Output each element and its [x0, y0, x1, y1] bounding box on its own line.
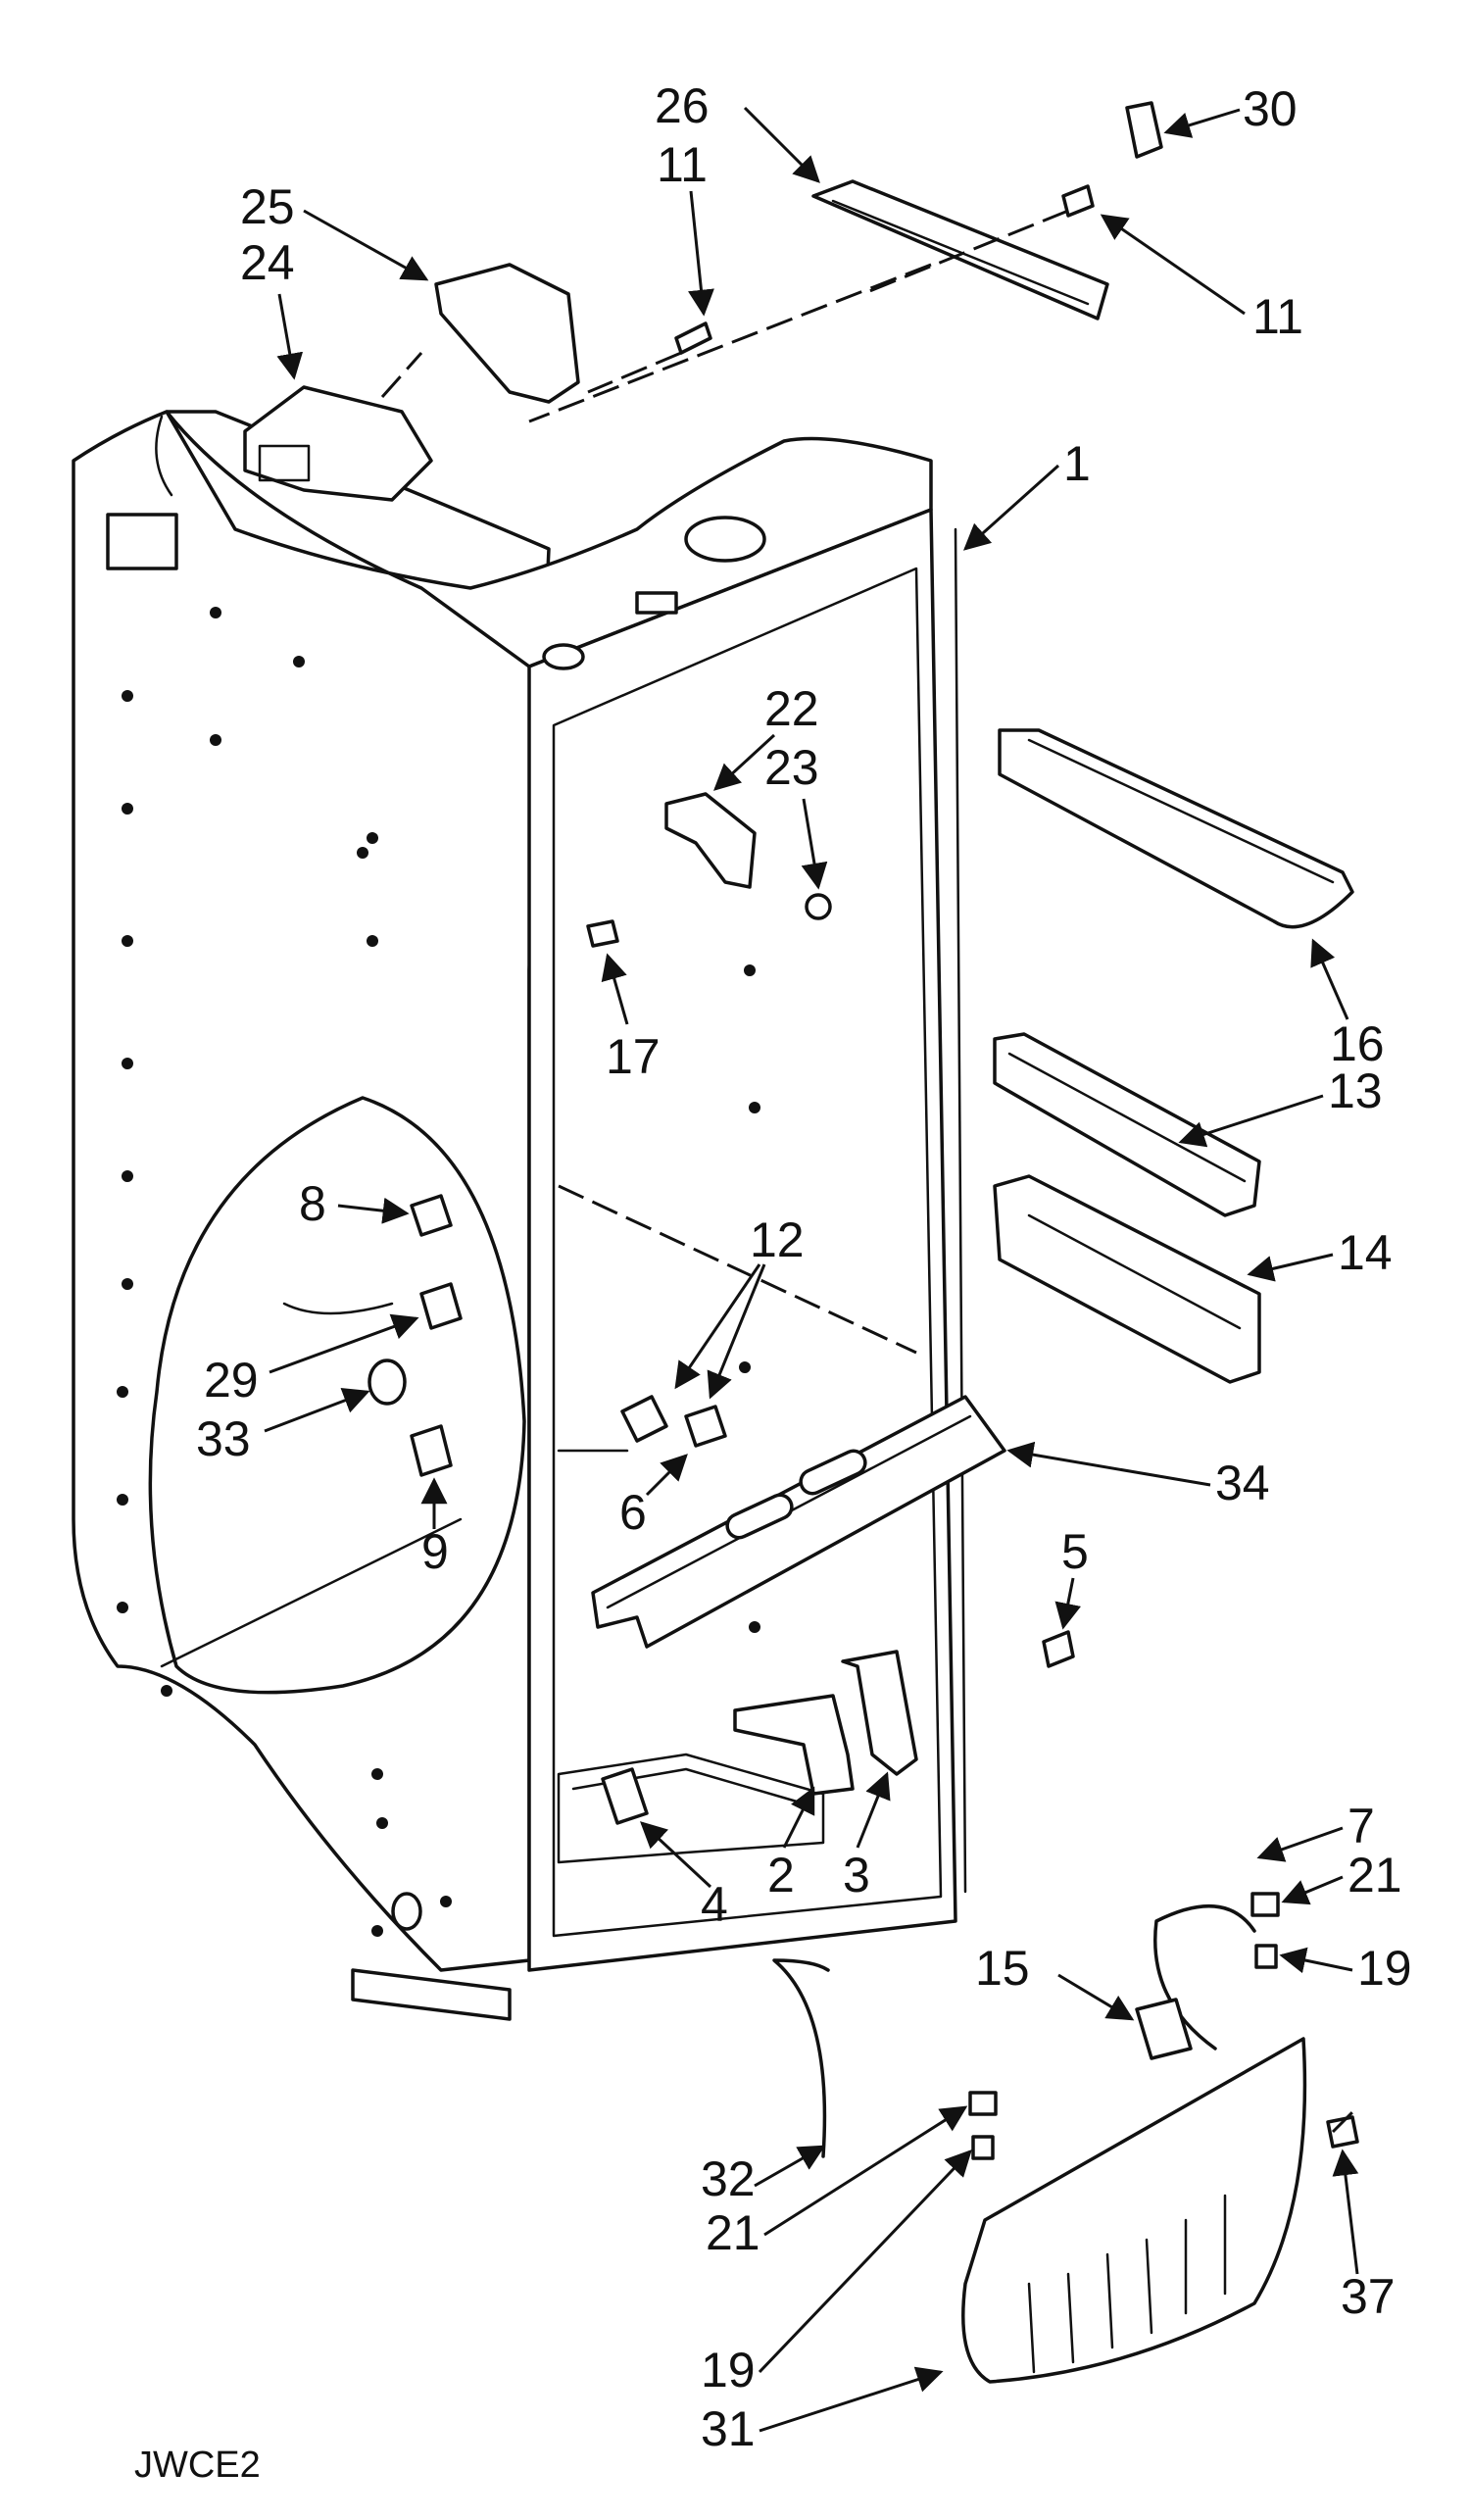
part-14-rail	[993, 1174, 1261, 1384]
detail-circle	[148, 1096, 526, 1695]
callout-1: 1	[1063, 436, 1091, 491]
part-21-nut	[1250, 1892, 1280, 1917]
diagram-code: JWCE2	[134, 2445, 261, 2486]
part-31-valve-cover	[961, 2037, 1307, 2384]
part-33-bulb	[368, 1359, 407, 1406]
part-25-bracket	[434, 263, 580, 404]
callout-3: 3	[843, 1848, 870, 1902]
callout-12: 12	[750, 1212, 805, 1267]
callout-8: 8	[299, 1176, 326, 1231]
leader-arrows	[264, 106, 1359, 2433]
callout-11-top: 11	[657, 137, 708, 192]
callout-9: 9	[421, 1524, 449, 1579]
part-3-bracket	[841, 1650, 918, 1776]
callout-32: 32	[701, 2151, 756, 2206]
part-4-block	[601, 1767, 649, 1825]
part-9-switch	[410, 1424, 453, 1477]
callout-33: 33	[196, 1411, 251, 1466]
callout-5: 5	[1061, 1524, 1089, 1579]
part-5-screw	[1042, 1630, 1075, 1668]
callout-21-right: 21	[1348, 1848, 1402, 1902]
callout-13: 13	[1328, 1063, 1383, 1118]
callout-26: 26	[655, 78, 710, 133]
part-13-rail	[993, 1032, 1261, 1217]
part-12-switch	[620, 1395, 668, 1443]
part-8-switch	[410, 1194, 453, 1237]
part-19-sleeve	[1254, 1944, 1278, 1969]
part-19-sleeve-lower	[971, 2135, 995, 2160]
part-22-bracket	[664, 792, 757, 889]
callout-31: 31	[701, 2401, 756, 2456]
callout-22: 22	[764, 681, 819, 736]
callout-2: 2	[767, 1848, 795, 1902]
part-30-clip	[1125, 101, 1163, 159]
callout-11-right: 11	[1252, 289, 1303, 344]
callout-25: 25	[240, 179, 295, 234]
part-17-screw	[586, 919, 619, 948]
part-6-switch	[684, 1405, 727, 1448]
callout-30: 30	[1243, 81, 1298, 136]
part-29-socket	[419, 1282, 463, 1330]
part-34-channel	[591, 1395, 1006, 1649]
callout-23: 23	[764, 740, 819, 795]
part-11-screws	[587, 184, 1095, 394]
part-26-channel	[528, 179, 1109, 423]
callout-19-right: 19	[1357, 1941, 1412, 1996]
part-21-nut-lower	[968, 2091, 998, 2116]
callout-15: 15	[975, 1941, 1030, 1996]
callout-19-left: 19	[701, 2343, 756, 2397]
callout-7: 7	[1348, 1799, 1375, 1853]
part-16-rail	[998, 728, 1354, 929]
callout-34: 34	[1215, 1456, 1270, 1510]
callout-6: 6	[619, 1485, 647, 1540]
callout-labels: 26 30 11 11 25 24 1 22 23 16 17 13 8 12 …	[196, 78, 1412, 2456]
part-2-bracket	[733, 1694, 855, 1796]
water-tube-32	[772, 1958, 830, 2158]
callout-37: 37	[1341, 2269, 1396, 2324]
callout-14: 14	[1338, 1225, 1393, 1280]
callout-29: 29	[204, 1353, 259, 1408]
callout-16: 16	[1330, 1016, 1385, 1071]
callout-21-left: 21	[706, 2205, 760, 2260]
part-15-solenoid	[1135, 1998, 1193, 2060]
callout-17: 17	[606, 1029, 661, 1084]
callout-4: 4	[701, 1877, 728, 1932]
part-23-screw	[805, 893, 832, 920]
part-24-control-housing	[243, 385, 433, 502]
callout-24: 24	[240, 235, 295, 290]
